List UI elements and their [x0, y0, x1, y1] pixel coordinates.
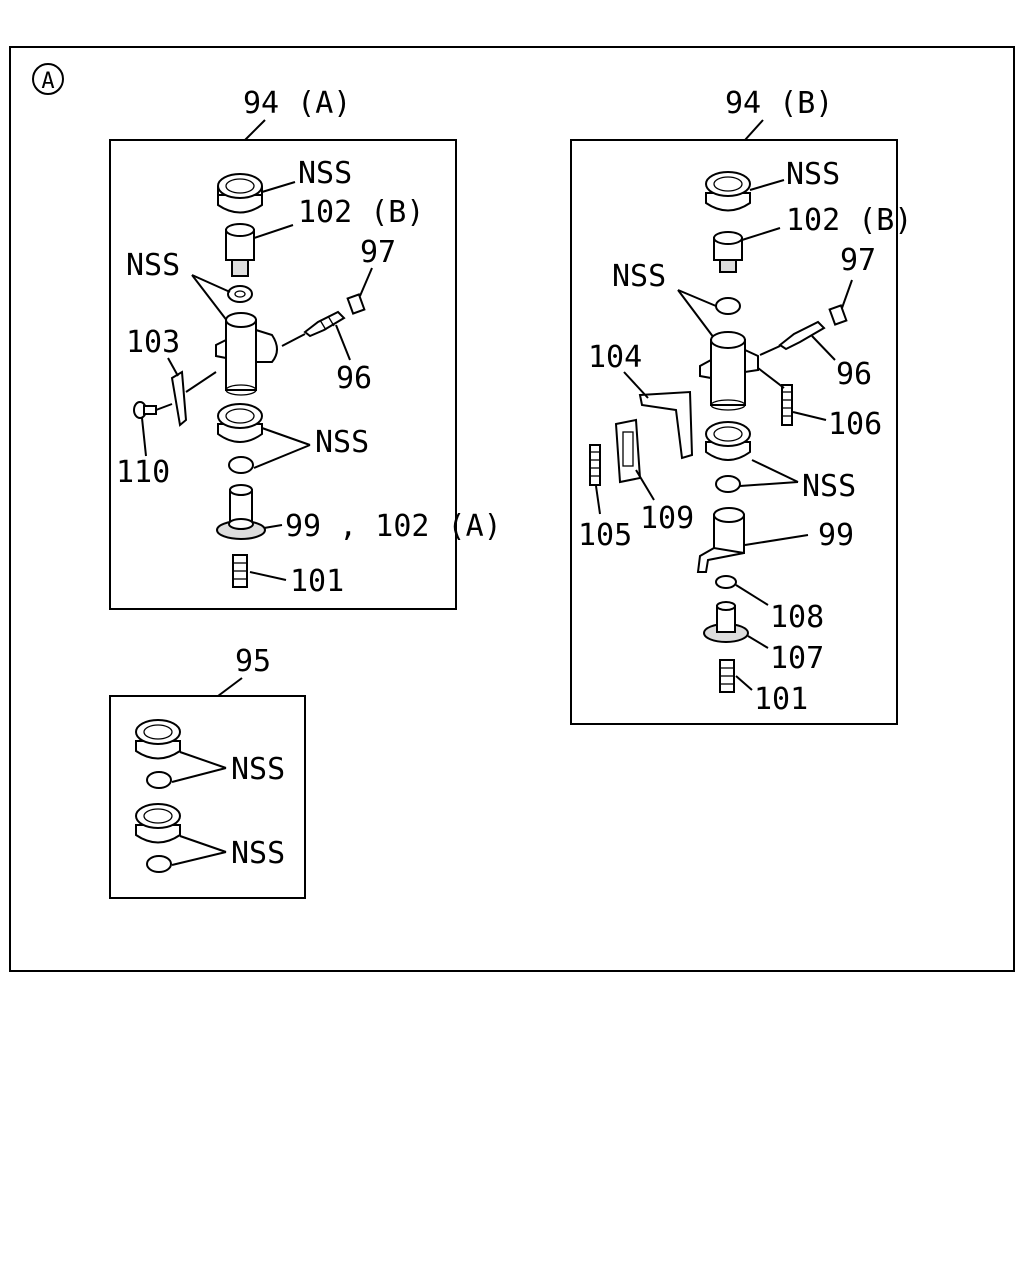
- c-washer-1-part: [146, 771, 172, 789]
- callout-b-107: 107: [770, 641, 824, 676]
- b-spring-106-part: [781, 384, 793, 426]
- callout-c-nss-2: NSS: [231, 836, 285, 871]
- b-spring-pin-part: [719, 659, 735, 693]
- callout-b-97: 97: [840, 243, 876, 278]
- group-95-title: 95: [235, 644, 271, 679]
- b-shaft-99-part: [696, 507, 745, 573]
- c-cap-1-part: [135, 719, 181, 760]
- b-seal-part: [828, 304, 848, 326]
- b-nipple-part: [778, 320, 826, 351]
- washer-part: [227, 285, 253, 303]
- group-95: 95 NSS NSS: [109, 644, 306, 899]
- group-94a-title: 94 (A): [243, 86, 351, 121]
- group-94b-title: 94 (B): [725, 86, 833, 121]
- c-washer-2-part: [146, 855, 172, 873]
- callout-a-nss-top: NSS: [298, 156, 352, 191]
- plunger-part: [225, 223, 255, 277]
- c-cap-2-part: [135, 803, 181, 844]
- callout-b-108: 108: [770, 600, 824, 635]
- callout-a-97: 97: [360, 235, 396, 270]
- mid-cap-part: [217, 403, 263, 443]
- callout-a-103: 103: [126, 325, 180, 360]
- callout-a-nss-left: NSS: [126, 248, 180, 283]
- section-marker: A: [32, 63, 64, 95]
- b-mid-cap-part: [705, 421, 751, 461]
- b-washer-part: [715, 297, 741, 315]
- b-plunger-part: [713, 231, 743, 273]
- group-94a-box: [109, 139, 457, 610]
- callout-a-96: 96: [336, 361, 372, 396]
- outer-frame: [9, 46, 1015, 972]
- callout-b-109: 109: [640, 501, 694, 536]
- b-lever-part: [638, 390, 694, 460]
- group-94b-box: [570, 139, 898, 725]
- callout-a-nss-mid: NSS: [315, 425, 369, 460]
- callout-b-101: 101: [754, 682, 808, 717]
- seal-part: [346, 293, 366, 315]
- callout-b-106: 106: [828, 407, 882, 442]
- shaft-part: [216, 484, 266, 540]
- callout-a-102b: 102 (B): [298, 195, 424, 230]
- b-plate-109-part: [614, 418, 642, 484]
- screw-part: [133, 401, 157, 419]
- callout-b-102b: 102 (B): [786, 203, 912, 238]
- callout-a-99-102a: 99 , 102 (A): [285, 509, 502, 544]
- b-gear-107-part: [703, 601, 749, 643]
- b-cap-part: [705, 171, 751, 212]
- b-mid-washer-part: [715, 475, 741, 493]
- valve-body-part: [215, 312, 278, 396]
- callout-b-nss-mid: NSS: [802, 469, 856, 504]
- callout-b-99: 99: [818, 518, 854, 553]
- callout-b-nss-left: NSS: [612, 259, 666, 294]
- callout-b-nss-top: NSS: [786, 157, 840, 192]
- callout-a-110: 110: [116, 455, 170, 490]
- cap-part: [217, 173, 263, 214]
- callout-b-96: 96: [836, 357, 872, 392]
- group-94b: 94 (B) NSS 102 (B) NSS 97 96: [570, 86, 912, 725]
- b-washer-108-part: [715, 575, 737, 589]
- svg-text:A: A: [41, 69, 54, 94]
- callout-b-105: 105: [578, 518, 632, 553]
- b-valve-body-part: [699, 331, 759, 411]
- b-spring-105-part: [589, 444, 601, 486]
- group-94a: 94 (A) NSS 102 (B) NSS: [109, 86, 502, 610]
- callout-b-104: 104: [588, 340, 642, 375]
- spring-pin-part: [232, 554, 248, 588]
- group-95-box: [109, 695, 306, 899]
- bracket-part: [170, 370, 188, 427]
- callout-c-nss-1: NSS: [231, 752, 285, 787]
- callout-a-101: 101: [290, 564, 344, 599]
- nipple-part: [303, 310, 346, 338]
- mid-washer-part: [228, 456, 254, 474]
